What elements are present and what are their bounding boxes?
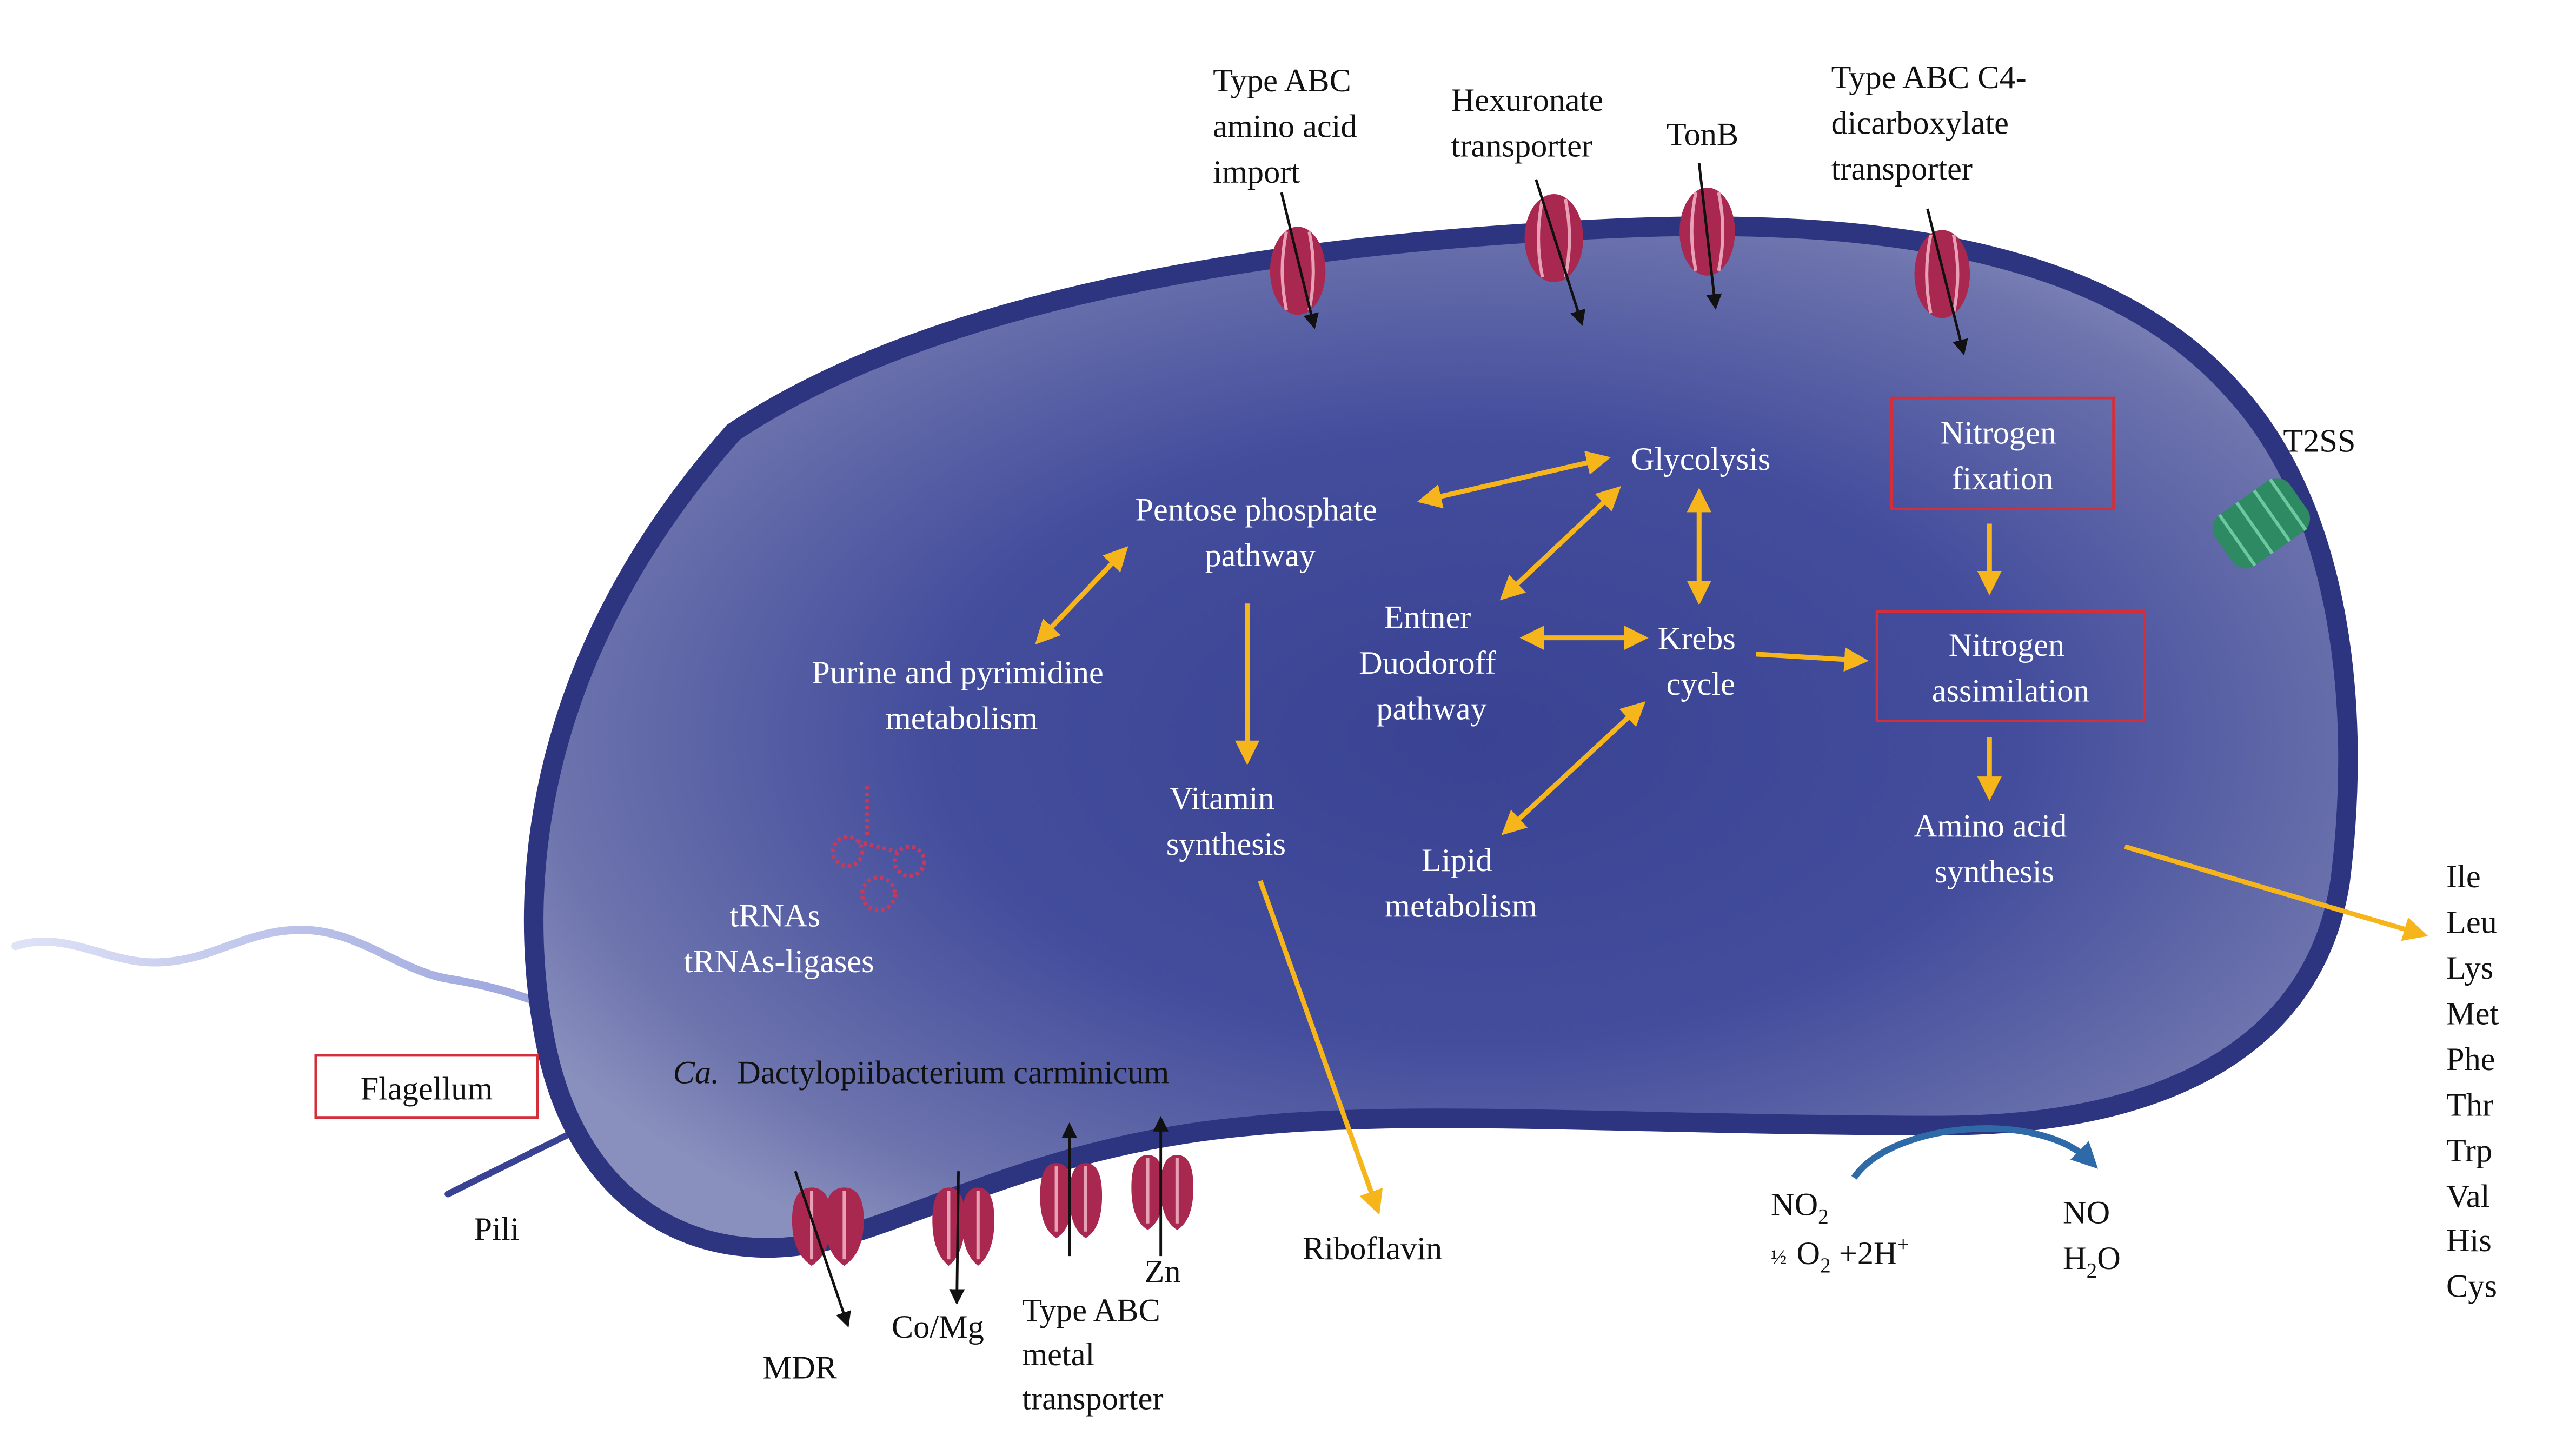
lipid-metabolism-label: Lipid metabolism <box>1385 842 1537 924</box>
riboflavin-label: Riboflavin <box>1303 1231 1442 1267</box>
organism-name: Ca. Dactylopiibacterium carminicum <box>673 1054 1170 1091</box>
metabolic-arrows <box>1035 450 2428 1215</box>
h2o-label: H2O <box>2063 1240 2121 1282</box>
trna-icon <box>831 786 926 913</box>
nitrogen-fixation-box <box>1890 396 2115 510</box>
abc-metal-transporter <box>1040 1163 1103 1238</box>
hexuronate-label: Hexuronate transporter <box>1451 82 1612 164</box>
trnas-label: tRNAs tRNAs-ligases <box>684 898 874 980</box>
tonb-label: TonB <box>1667 117 1738 153</box>
no2-label: NO2 <box>1771 1187 1829 1228</box>
krebs-cycle-label: Krebs cycle <box>1658 621 1744 702</box>
nitrogen-assimilation-label: Nitrogen assimilation <box>1932 627 2090 709</box>
pentose-phosphate-label: Pentose phosphate pathway <box>1135 491 1385 573</box>
nitrogen-assimilation-box <box>1875 610 2146 722</box>
zn-label: Zn <box>1145 1253 1181 1290</box>
mdr-transporter <box>792 1187 864 1266</box>
nitrite-reduction-arrow <box>1851 1125 2099 1180</box>
abc-amino-acid-transporter <box>1270 227 1326 315</box>
no-label: NO <box>2063 1195 2110 1231</box>
abc-amino-acid-label: Type ABC amino acid import <box>1213 63 1365 190</box>
pili-filament <box>444 1122 590 1198</box>
nitrogen-fixation-label: Nitrogen fixation <box>1941 415 2065 497</box>
transport-arrows <box>794 163 1968 1328</box>
co-mg-label: Co/Mg <box>892 1309 984 1345</box>
abc-metal-label: Type ABC metal transporter <box>1022 1293 1169 1417</box>
mdr-label: MDR <box>763 1350 838 1386</box>
cell-membrane <box>523 216 2358 1258</box>
flagellum-label: Flagellum <box>361 1071 493 1107</box>
flagellum-filament <box>11 926 558 1013</box>
abc-c4-transporter <box>1914 230 1970 318</box>
amino-acid-list: Ile Leu Lys Met Phe Thr Trp Val His Cys <box>2446 859 2507 1304</box>
amino-acid-synthesis-label: Amino acid synthesis <box>1914 808 2075 890</box>
pili-label: Pili <box>474 1211 520 1247</box>
glycolysis-label: Glycolysis <box>1631 441 1770 477</box>
co-mg-transporter <box>932 1187 994 1266</box>
zn-transporter <box>1131 1155 1194 1230</box>
entner-doudoroff-label: Entner Duodoroff pathway <box>1359 600 1504 727</box>
abc-c4-label: Type ABC C4- dicarboxylate transporter <box>1831 59 2035 187</box>
flagellum-box <box>314 1054 539 1119</box>
t2ss-label: T2SS <box>2283 423 2355 460</box>
vitamin-synthesis-label: Vitamin synthesis <box>1166 780 1286 862</box>
t2ss-secretion-system <box>2212 478 2311 569</box>
purine-label: Purine and pyrimidine metabolism <box>812 655 1112 736</box>
